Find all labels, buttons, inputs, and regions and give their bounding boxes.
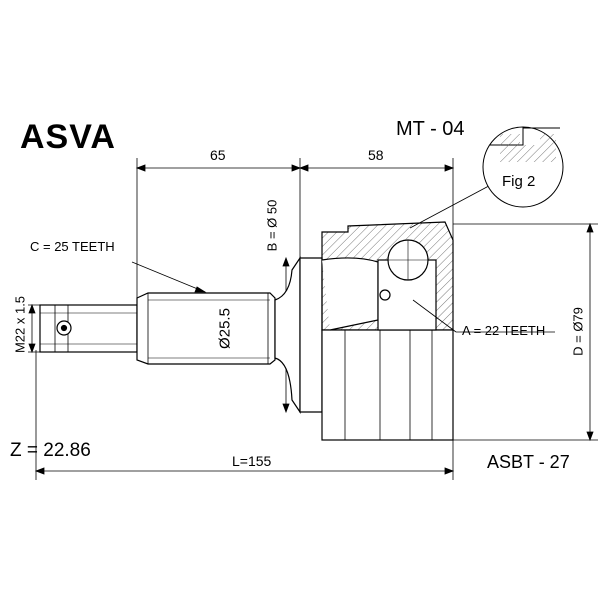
abs-teeth-label: A = 22 TEETH — [462, 323, 546, 338]
inner-teeth-label: C = 25 TEETH — [30, 239, 115, 254]
stub-shaft — [39, 256, 301, 414]
fig2-label: Fig 2 — [502, 173, 536, 190]
top-dimension-lines — [135, 158, 455, 300]
outer-diameter-line — [453, 222, 598, 442]
part-number: MT - 04 — [396, 118, 465, 140]
thread-label: M22 x 1.5 — [12, 295, 28, 354]
fig2-detail — [482, 126, 564, 208]
seal-diameter-label: B = Ø 50 — [264, 199, 280, 252]
length-a-label: 65 — [210, 147, 226, 163]
cv-joint-body — [299, 221, 454, 441]
shaft-diameter-label: Ø25.5 — [216, 308, 234, 349]
cross-reference: ASBT - 27 — [487, 452, 570, 472]
total-length-line — [34, 350, 455, 480]
brand-logo: ASVA — [20, 118, 116, 156]
total-length-label: L=155 — [232, 453, 272, 469]
leader-lines — [131, 179, 555, 333]
length-b-label: 58 — [368, 147, 384, 163]
z-value: Z = 22.86 — [10, 440, 91, 461]
outer-diameter-label: D = Ø79 — [570, 307, 586, 356]
